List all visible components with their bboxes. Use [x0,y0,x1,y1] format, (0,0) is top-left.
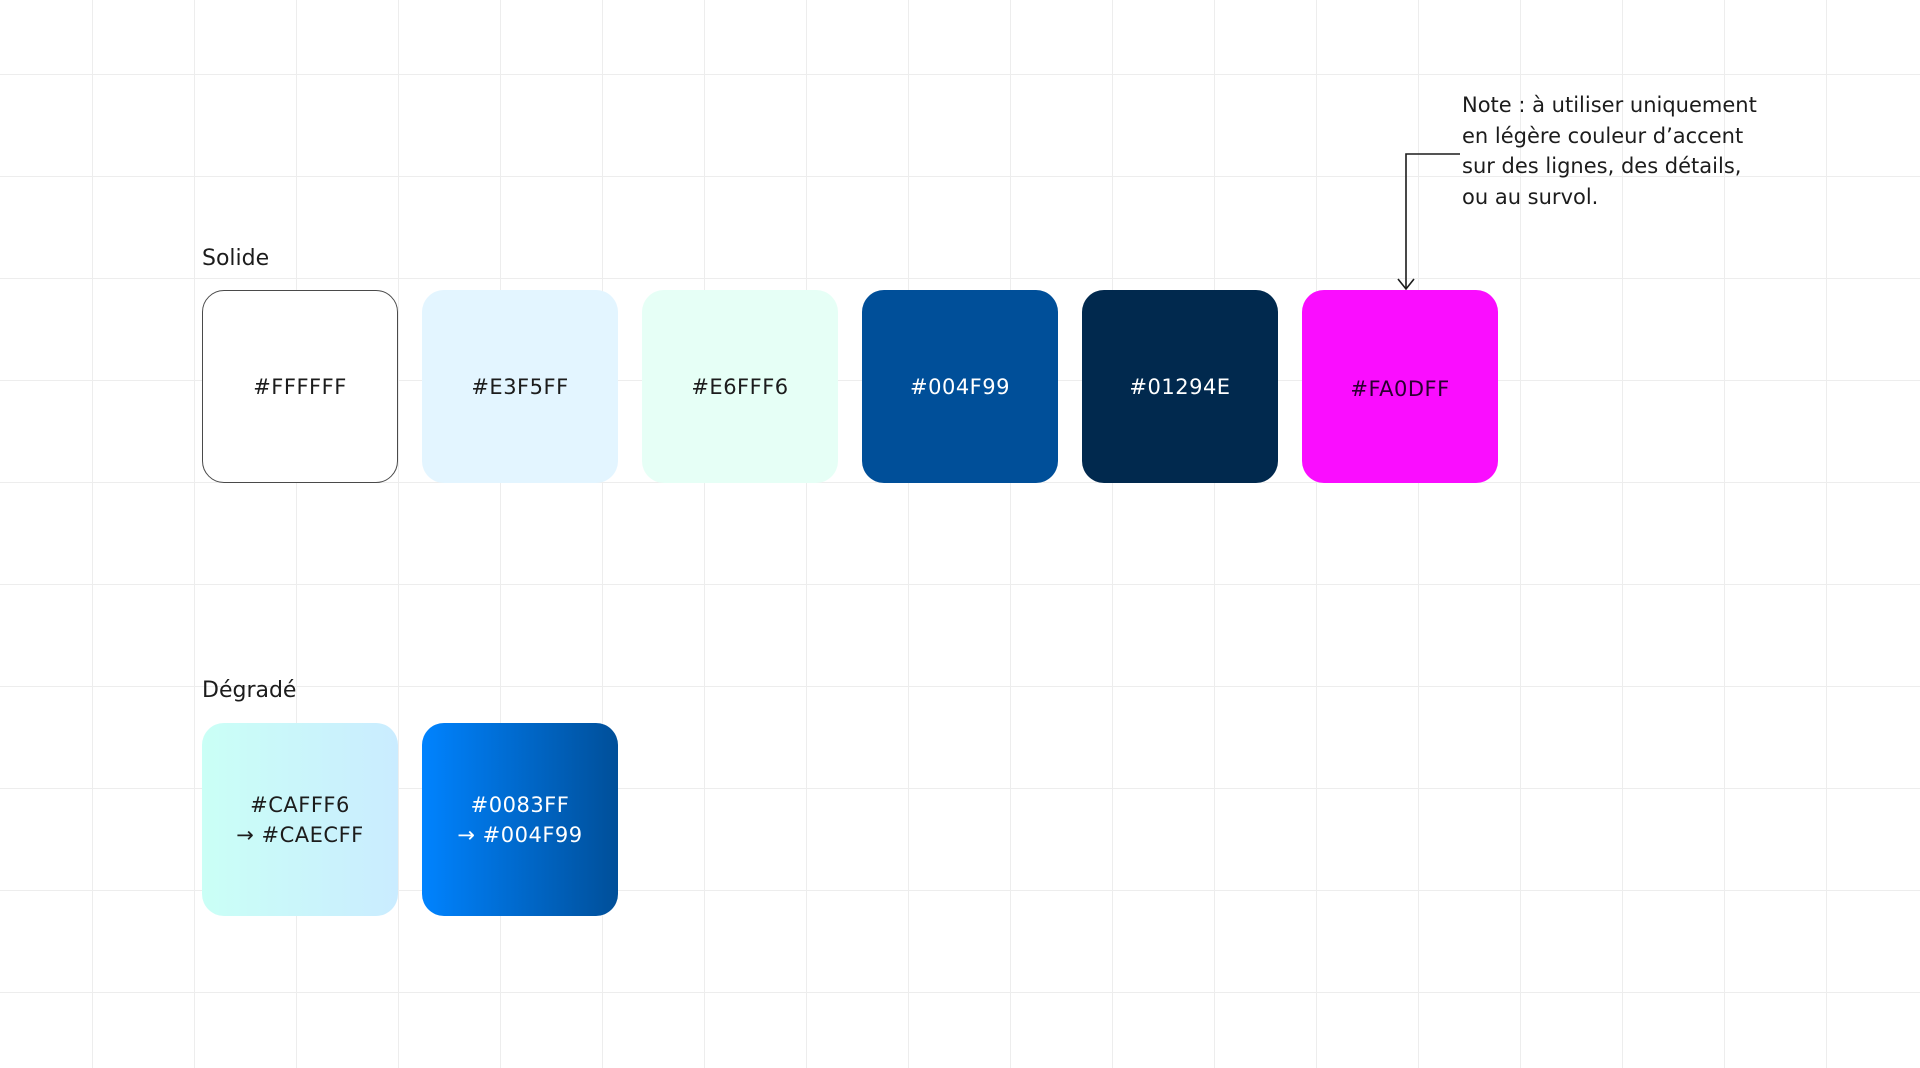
color-swatch: #E6FFF6 [642,290,838,483]
gradient-swatch-row: #CAFFF6 → #CAECFF #0083FF → #004F99 [202,723,618,916]
gradient-section-label: Dégradé [202,678,297,703]
swatch-hex-label: #01294E [1129,374,1231,399]
swatch-hex-label: #E3F5FF [471,374,569,399]
swatch-hex-label: #FA0DFF [1350,376,1450,401]
color-swatch: #01294E [1082,290,1278,483]
note-line: en légère couleur d’accent [1462,123,1744,148]
solid-section-label: Solide [202,246,270,271]
note-line: Note : à utiliser uniquement [1462,93,1757,117]
color-swatch: #004F99 [862,290,1058,483]
accent-note: Note : à utiliser uniquement en légère c… [1462,90,1792,212]
note-arrow-head [1397,278,1415,291]
gradient-swatch: #CAFFF6 → #CAECFF [202,723,398,916]
gradient-end-label: → #004F99 [457,822,583,847]
note-arrow-icon [1397,153,1460,291]
color-swatch: #FA0DFF [1302,290,1498,483]
gradient-start-label: #CAFFF6 [250,792,350,817]
note-line: sur des lignes, des détails, [1462,154,1742,178]
gradient-end-label: → #CAECFF [236,822,364,847]
swatch-hex-label: #004F99 [910,374,1010,399]
gradient-swatch: #0083FF → #004F99 [422,723,618,916]
swatch-hex-label: #FFFFFF [253,374,347,399]
solid-swatch-row: #FFFFFF #E3F5FF #E6FFF6 #004F99 #01294E … [202,290,1498,483]
swatch-hex-label: #E6FFF6 [691,374,789,399]
note-line: ou au survol. [1462,184,1599,209]
note-arrow-line [1405,153,1460,288]
color-swatch: #E3F5FF [422,290,618,483]
color-swatch: #FFFFFF [202,290,398,483]
gradient-start-label: #0083FF [470,792,570,817]
